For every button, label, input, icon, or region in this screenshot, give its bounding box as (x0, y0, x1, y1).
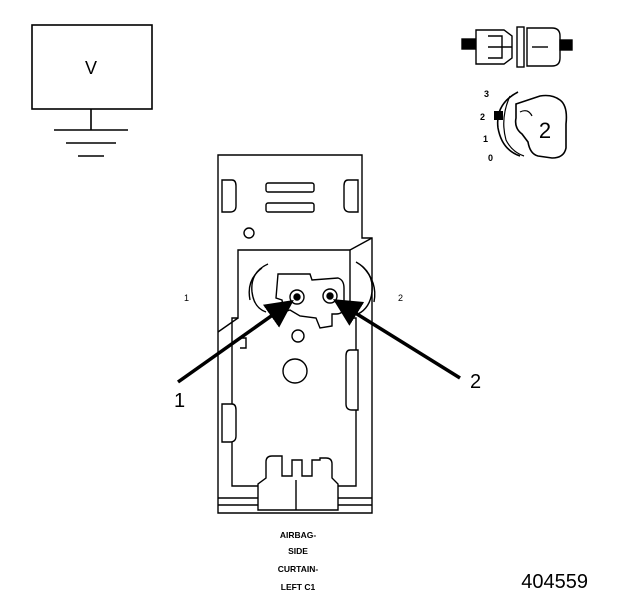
selector-knob-icon: 3 2 1 0 2 (480, 89, 568, 163)
selector-selected-value: 2 (539, 118, 551, 143)
connector-name-line-3: CURTAIN- (278, 564, 319, 574)
selector-position-3: 3 (484, 89, 489, 99)
callout-label-1: 1 (174, 390, 185, 412)
ground-icon (54, 129, 128, 157)
terminal-probe-icon (461, 26, 573, 68)
selector-marker (494, 111, 503, 120)
cavity-label-left: 1 (184, 293, 189, 303)
cavity-label-right: 2 (398, 293, 403, 303)
connector-name-line-4: LEFT C1 (281, 582, 316, 592)
connector-name-line-2: SIDE (288, 546, 308, 556)
connector-name-line-1: AIRBAG- (280, 530, 317, 540)
connector-name: AIRBAG- SIDE CURTAIN- LEFT C1 (278, 530, 319, 592)
connector-face (217, 154, 376, 514)
callout-arrow-2 (333, 299, 461, 380)
selector-position-0: 0 (488, 153, 493, 163)
voltmeter-symbol: V (31, 24, 153, 157)
callout-arrow-1 (176, 299, 294, 384)
figure-number: 404559 (521, 571, 588, 593)
selector-position-2: 2 (480, 112, 485, 122)
selector-position-1: 1 (483, 134, 488, 144)
callout-label-2: 2 (470, 371, 481, 393)
voltmeter-label: V (85, 58, 97, 78)
